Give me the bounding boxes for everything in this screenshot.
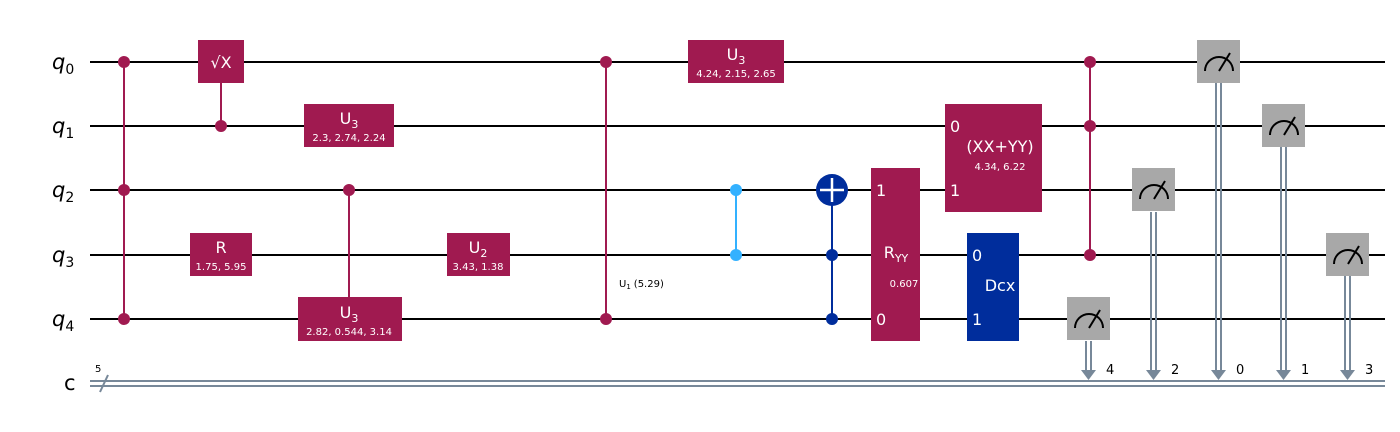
svg-text:1.75, 5.95: 1.75, 5.95 (196, 262, 247, 273)
svg-text:4.34, 6.22: 4.34, 6.22 (975, 162, 1026, 173)
label-q0: q0 (52, 50, 74, 78)
svg-text:U2: U2 (469, 238, 488, 260)
svg-text:0.607: 0.607 (890, 279, 919, 290)
svg-text:1: 1 (972, 310, 982, 329)
svg-text:0: 0 (1236, 363, 1244, 378)
svg-text:2: 2 (1171, 363, 1179, 378)
classical-wire: 5 (90, 364, 1385, 393)
svg-text:4.24, 2.15, 2.65: 4.24, 2.15, 2.65 (696, 69, 776, 80)
ryy-gate: 1 0 RYY 0.607 (871, 168, 920, 341)
svg-text:U3: U3 (340, 303, 359, 325)
svg-text:1: 1 (876, 181, 886, 200)
cz-gate (730, 184, 742, 261)
classical-size: 5 (95, 364, 101, 375)
label-c: c (64, 371, 76, 395)
svg-text:0: 0 (876, 310, 886, 329)
svg-text:0: 0 (972, 246, 982, 265)
svg-text:U3: U3 (340, 109, 359, 131)
dcx-gate: 0 1 Dcx (967, 233, 1019, 341)
meter-icon (1204, 56, 1234, 72)
svg-text:(XX+YY): (XX+YY) (966, 137, 1033, 156)
svg-text:Dcx: Dcx (985, 276, 1016, 295)
svg-text:3: 3 (1365, 363, 1373, 378)
measure-q0: 0 (1197, 40, 1244, 380)
meter-icon (1139, 184, 1169, 200)
multi-control-z-gate-2 (1084, 56, 1096, 261)
svg-text:U3: U3 (727, 45, 746, 67)
svg-text:√X: √X (210, 53, 231, 72)
meter-icon (1074, 313, 1104, 329)
u3-gate-q0: U3 4.24, 2.15, 2.65 (688, 40, 784, 83)
measure-q4: 4 (1067, 297, 1114, 380)
xx-plus-yy-gate: 0 1 (XX+YY) 4.34, 6.22 (945, 104, 1042, 212)
svg-text:U1(5.29): U1(5.29) (619, 279, 664, 291)
label-q2: q2 (52, 178, 74, 206)
meter-icon (1269, 120, 1299, 136)
measure-q3: 3 (1326, 233, 1373, 380)
svg-text:1: 1 (950, 181, 960, 200)
controlled-u3-gate: U3 2.82, 0.544, 3.14 (298, 184, 402, 341)
meter-icon (1333, 249, 1363, 265)
svg-text:4: 4 (1106, 363, 1114, 378)
svg-text:3.43, 1.38: 3.43, 1.38 (453, 262, 504, 273)
label-q3: q3 (52, 243, 74, 271)
label-q1: q1 (52, 114, 74, 142)
svg-text:2.82, 0.544, 3.14: 2.82, 0.544, 3.14 (306, 327, 392, 338)
svg-text:1: 1 (1301, 363, 1309, 378)
svg-text:0: 0 (950, 117, 960, 136)
svg-text:2.3, 2.74, 2.24: 2.3, 2.74, 2.24 (312, 133, 385, 144)
measure-q1: 1 (1262, 104, 1309, 380)
controlled-u1-gate: U1(5.29) (600, 56, 664, 325)
controlled-sx-gate: √X (198, 40, 244, 132)
label-q4: q4 (52, 307, 74, 335)
bus-slash (99, 374, 109, 393)
u2-gate: U2 3.43, 1.38 (447, 233, 510, 276)
multi-control-z-gate-1 (118, 56, 130, 325)
svg-text:RYY: RYY (884, 243, 909, 265)
measure-q2: 2 (1132, 168, 1179, 380)
u3-gate-q1: U3 2.3, 2.74, 2.24 (304, 104, 394, 147)
toffoli-gate (816, 174, 848, 325)
svg-text:R: R (215, 238, 226, 257)
r-gate: R 1.75, 5.95 (190, 233, 252, 276)
